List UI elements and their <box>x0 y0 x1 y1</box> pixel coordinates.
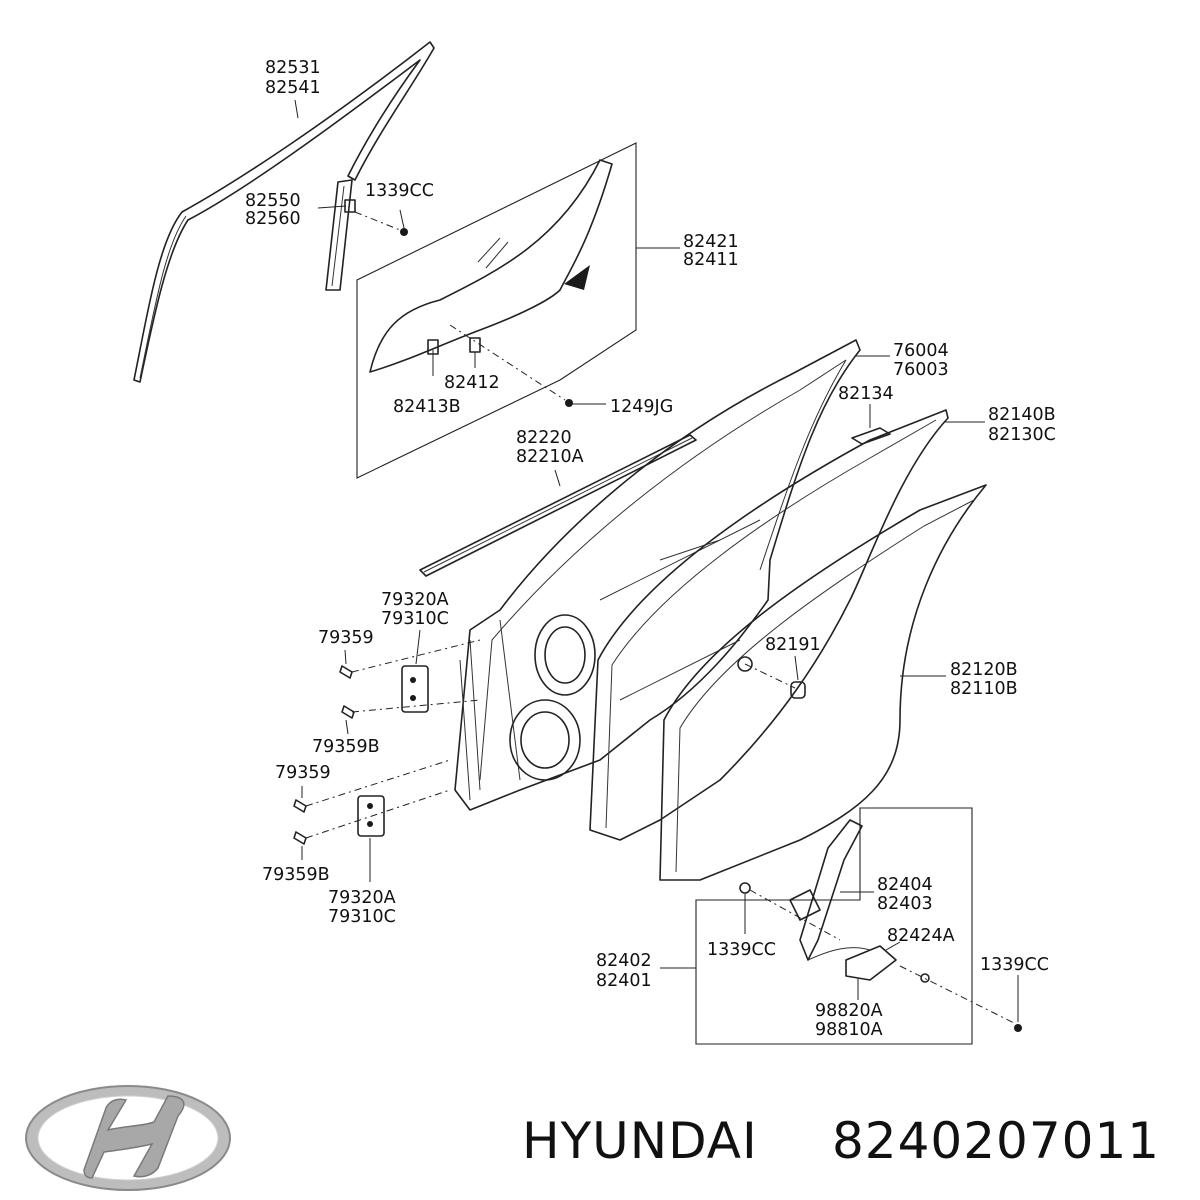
label-82411: 82411 <box>683 250 739 270</box>
label-82560: 82560 <box>245 209 301 229</box>
label-82424a: 82424A <box>887 926 955 946</box>
label-82413b: 82413B <box>393 397 461 417</box>
label-79359b-upper: 79359B <box>312 737 380 757</box>
label-82130c: 82130C <box>988 425 1056 445</box>
label-1249jg: 1249JG <box>610 397 673 417</box>
hyundai-logo-icon <box>25 1085 231 1191</box>
label-1339cc-upper: 1339CC <box>365 181 434 201</box>
label-82550: 82550 <box>245 191 301 211</box>
label-82110b: 82110B <box>950 679 1018 699</box>
label-1339cc-middle: 1339CC <box>707 940 776 960</box>
label-82403: 82403 <box>877 894 933 914</box>
label-79359b-lower: 79359B <box>262 865 330 885</box>
leader-lines <box>294 99 1019 1022</box>
label-1339cc-right: 1339CC <box>980 955 1049 975</box>
lower-hinge <box>293 759 451 845</box>
beltline-weatherstrip <box>419 434 697 577</box>
label-79310c-lower: 79310C <box>328 907 396 927</box>
filler-piece <box>851 427 891 445</box>
label-82210a: 82210A <box>516 447 584 467</box>
door-weatherstrip <box>659 484 987 881</box>
brand-name: HYUNDAI <box>522 1112 758 1170</box>
label-79359-upper: 79359 <box>318 628 374 648</box>
label-82402: 82402 <box>596 951 652 971</box>
label-82421: 82421 <box>683 232 739 252</box>
label-76004: 76004 <box>893 341 949 361</box>
label-79320a-upper: 79320A <box>381 590 449 610</box>
label-82140b: 82140B <box>988 405 1056 425</box>
label-82191: 82191 <box>765 635 821 655</box>
part-number: 8240207011 <box>832 1112 1160 1170</box>
label-82220: 82220 <box>516 428 572 448</box>
door-inner-seal <box>589 409 949 841</box>
label-79359-lower: 79359 <box>275 763 331 783</box>
glass-run-channel <box>325 179 356 291</box>
label-98810a: 98810A <box>815 1020 883 1040</box>
part-labels: 82531 82541 82550 82560 1339CC 82421 824… <box>245 58 1056 1040</box>
label-79310c-upper: 79310C <box>381 609 449 629</box>
label-82401: 82401 <box>596 971 652 991</box>
fasteners <box>354 211 408 236</box>
label-82120b: 82120B <box>950 660 1018 680</box>
label-82531: 82531 <box>265 58 321 78</box>
door-stopper <box>737 656 806 699</box>
window-regulator-assembly <box>695 807 1022 1045</box>
label-82541: 82541 <box>265 78 321 98</box>
label-82134: 82134 <box>838 384 894 404</box>
label-79320a-lower: 79320A <box>328 888 396 908</box>
upper-hinge <box>339 639 481 719</box>
door-frame-molding <box>133 41 435 383</box>
label-98820a: 98820A <box>815 1001 883 1021</box>
label-82412: 82412 <box>444 373 500 393</box>
label-82404: 82404 <box>877 875 933 895</box>
label-76003: 76003 <box>893 360 949 380</box>
